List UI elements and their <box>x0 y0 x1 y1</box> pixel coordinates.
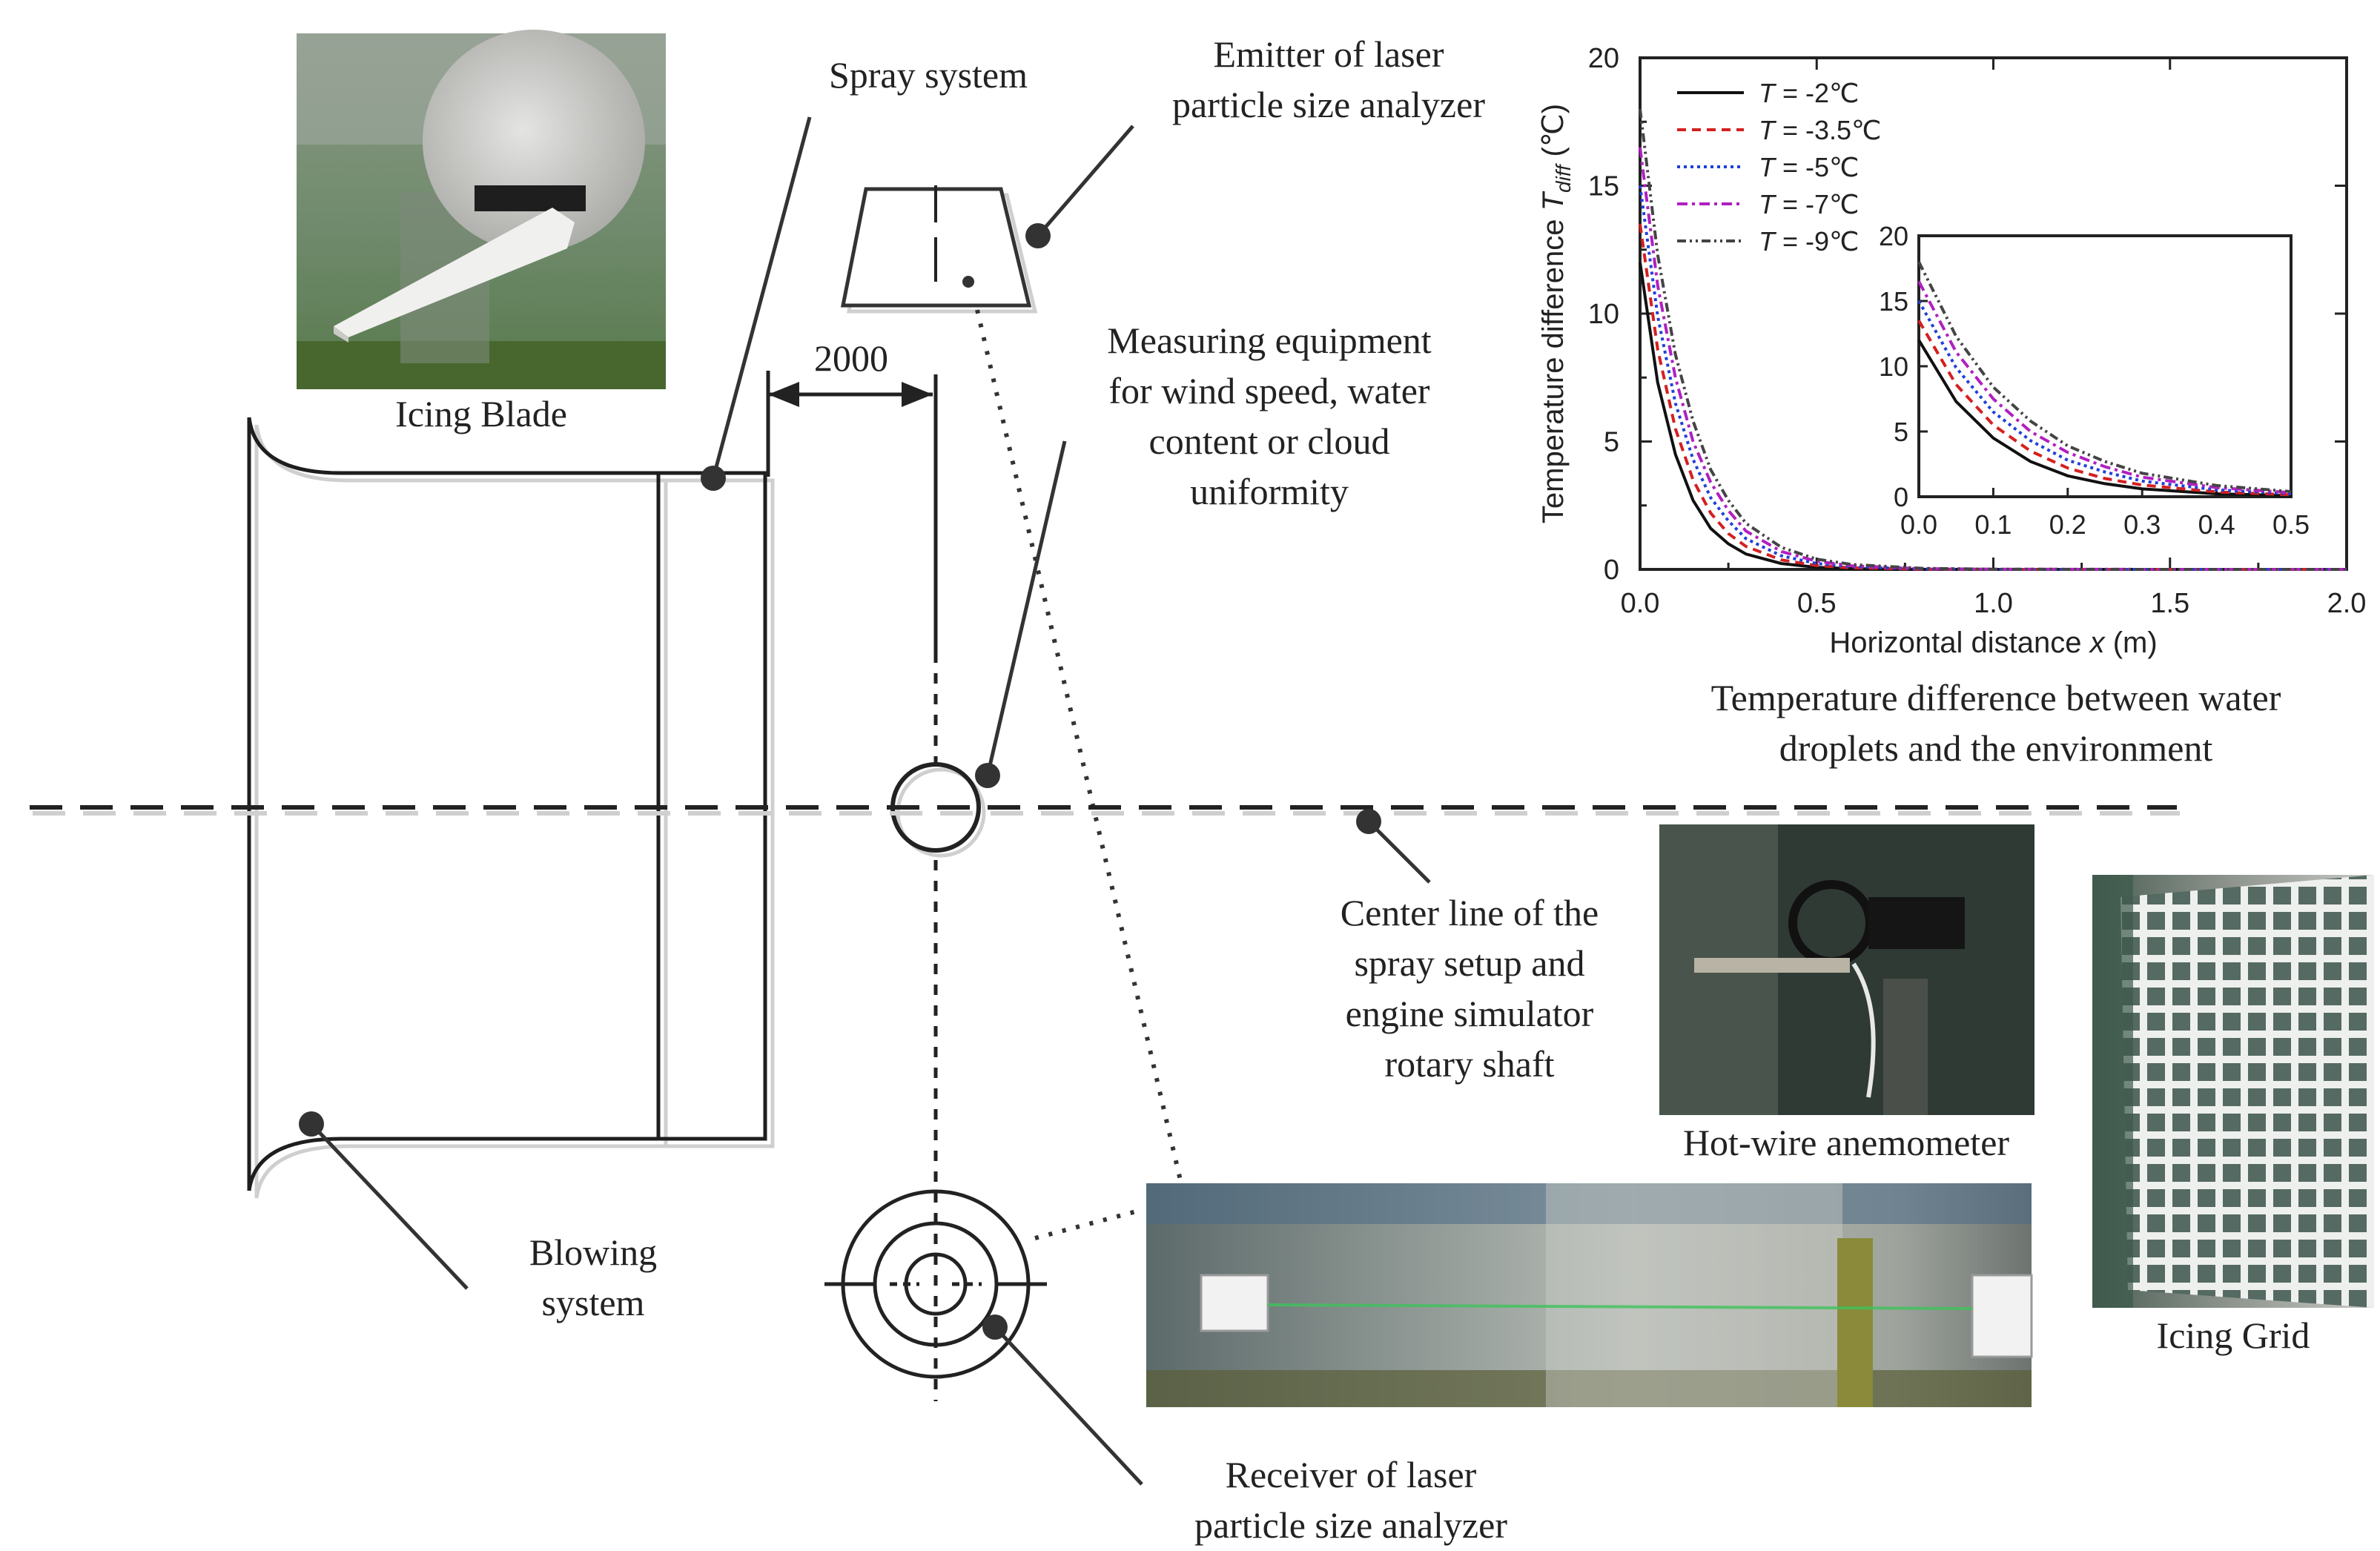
hot-wire-anemometer-photo <box>1659 824 2034 1115</box>
series-line-5 <box>1639 108 2347 571</box>
legend-entry-2: T = -3.5℃ <box>1759 115 1882 145</box>
emitter-dot <box>1025 223 1051 248</box>
x-tick-label: 1.0 <box>1974 588 2013 619</box>
hot-wire-anemometer-label: Hot-wire anemometer <box>1683 1122 2009 1163</box>
inset-y-tick-label: 15 <box>1879 286 1908 317</box>
inset-series-line-1 <box>1917 339 2292 497</box>
inset-y-tick-label: 0 <box>1894 482 1908 512</box>
legend-entry-3: T = -5℃ <box>1759 152 1859 182</box>
icing-blade-photo <box>297 30 666 389</box>
chart-caption-line2: droplets and the environment <box>1779 727 2213 769</box>
receiver-label-line2: particle size analyzer <box>1194 1504 1507 1546</box>
legend-entry-4: T = -7℃ <box>1759 189 1859 219</box>
y-tick-label: 20 <box>1588 43 1619 74</box>
y-tick-label: 10 <box>1588 299 1619 330</box>
inset-series-line-3 <box>1917 300 2292 495</box>
inset-x-tick-label: 0.5 <box>2272 509 2310 540</box>
inset-x-tick-label: 0.1 <box>1974 509 2012 540</box>
spray-system-dot <box>701 466 726 491</box>
spray-system-leader <box>711 116 812 479</box>
y-tick-label: 0 <box>1604 555 1619 586</box>
blowing-system-label-line1: Blowing <box>529 1231 657 1273</box>
x-tick-label: 2.0 <box>2327 588 2367 619</box>
inset-y-tick-label: 20 <box>1879 221 1908 251</box>
measuring-label-line2: for wind speed, water <box>1108 370 1430 411</box>
blowing-system-leader <box>310 1122 469 1290</box>
emitter-label-line1: Emitter of laser <box>1214 33 1444 75</box>
blowing-system-dot <box>299 1111 324 1137</box>
inset-chart: 0.0 0.1 0.2 0.3 0.4 0.5 0 5 10 15 20 <box>1879 221 2310 540</box>
x-axis-label: Horizontal distance x (m) <box>1829 626 2157 659</box>
inset-series-line-5 <box>1917 261 2292 493</box>
center-line-label-line2: spray setup and <box>1354 942 1584 984</box>
inset-x-tick-label: 0.3 <box>2123 509 2161 540</box>
center-line-dot <box>1356 809 1381 834</box>
spray-system-label: Spray system <box>829 54 1028 96</box>
inset-x-tick-label: 0.4 <box>2198 509 2235 540</box>
icing-blade-label: Icing Blade <box>395 393 567 434</box>
measuring-dot <box>975 763 1000 788</box>
series-line-4 <box>1639 147 2347 571</box>
receiver-target <box>824 1189 1047 1379</box>
receiver-dot <box>982 1314 1008 1340</box>
legend-entry-1: T = -2℃ <box>1759 78 1859 108</box>
laser-analyzer-photo <box>1146 1183 2033 1407</box>
measuring-leader <box>985 440 1067 776</box>
inset-frame <box>1917 234 2293 498</box>
x-tick-label: 1.5 <box>2150 588 2189 619</box>
icing-grid-photo <box>2092 875 2374 1308</box>
inset-series-line-4 <box>1917 280 2292 495</box>
icing-grid-label: Icing Grid <box>2157 1314 2310 1356</box>
laser-beam-path <box>975 309 1183 1240</box>
emitter-trapezoid <box>840 185 1038 314</box>
receiver-leader <box>994 1326 1143 1486</box>
y-tick-label: 5 <box>1604 427 1619 458</box>
emitter-label-line2: particle size analyzer <box>1172 84 1485 125</box>
y-tick-label: 15 <box>1588 171 1619 202</box>
center-line-label-line3: engine simulator <box>1346 993 1594 1034</box>
inset-y-tick-label: 10 <box>1879 351 1908 382</box>
inset-y-tick-label: 5 <box>1894 417 1908 447</box>
y-axis-label: Temperature difference Tdiff (℃) <box>1537 104 1575 523</box>
inset-x-tick-label: 0.2 <box>2049 509 2086 540</box>
center-line-label-line4: rotary shaft <box>1384 1043 1554 1085</box>
emitter-source-dot <box>962 276 974 288</box>
center-line-label-line1: Center line of the <box>1341 892 1599 933</box>
x-tick-label: 0.0 <box>1621 588 1660 619</box>
chart-legend: T = -2℃ T = -3.5℃ T = -5℃ T = -7℃ T = -9℃ <box>1677 78 1882 257</box>
measuring-label-line4: uniformity <box>1190 471 1349 512</box>
dimension-arrow <box>766 371 933 477</box>
inset-x-tick-label: 0.0 <box>1900 509 1937 540</box>
blowing-system-label-line2: system <box>542 1282 645 1323</box>
dimension-label: 2000 <box>814 337 888 379</box>
legend-entry-5: T = -9℃ <box>1759 226 1859 257</box>
receiver-label-line1: Receiver of laser <box>1226 1454 1477 1495</box>
measuring-label-line1: Measuring equipment <box>1107 320 1432 361</box>
chart-caption-line1: Temperature difference between water <box>1711 677 2281 718</box>
center-line-leader <box>1367 820 1431 884</box>
measuring-label-line3: content or cloud <box>1149 420 1390 462</box>
x-tick-label: 0.5 <box>1797 588 1837 619</box>
inset-series-line-2 <box>1917 320 2292 497</box>
emitter-leader <box>1037 125 1134 237</box>
